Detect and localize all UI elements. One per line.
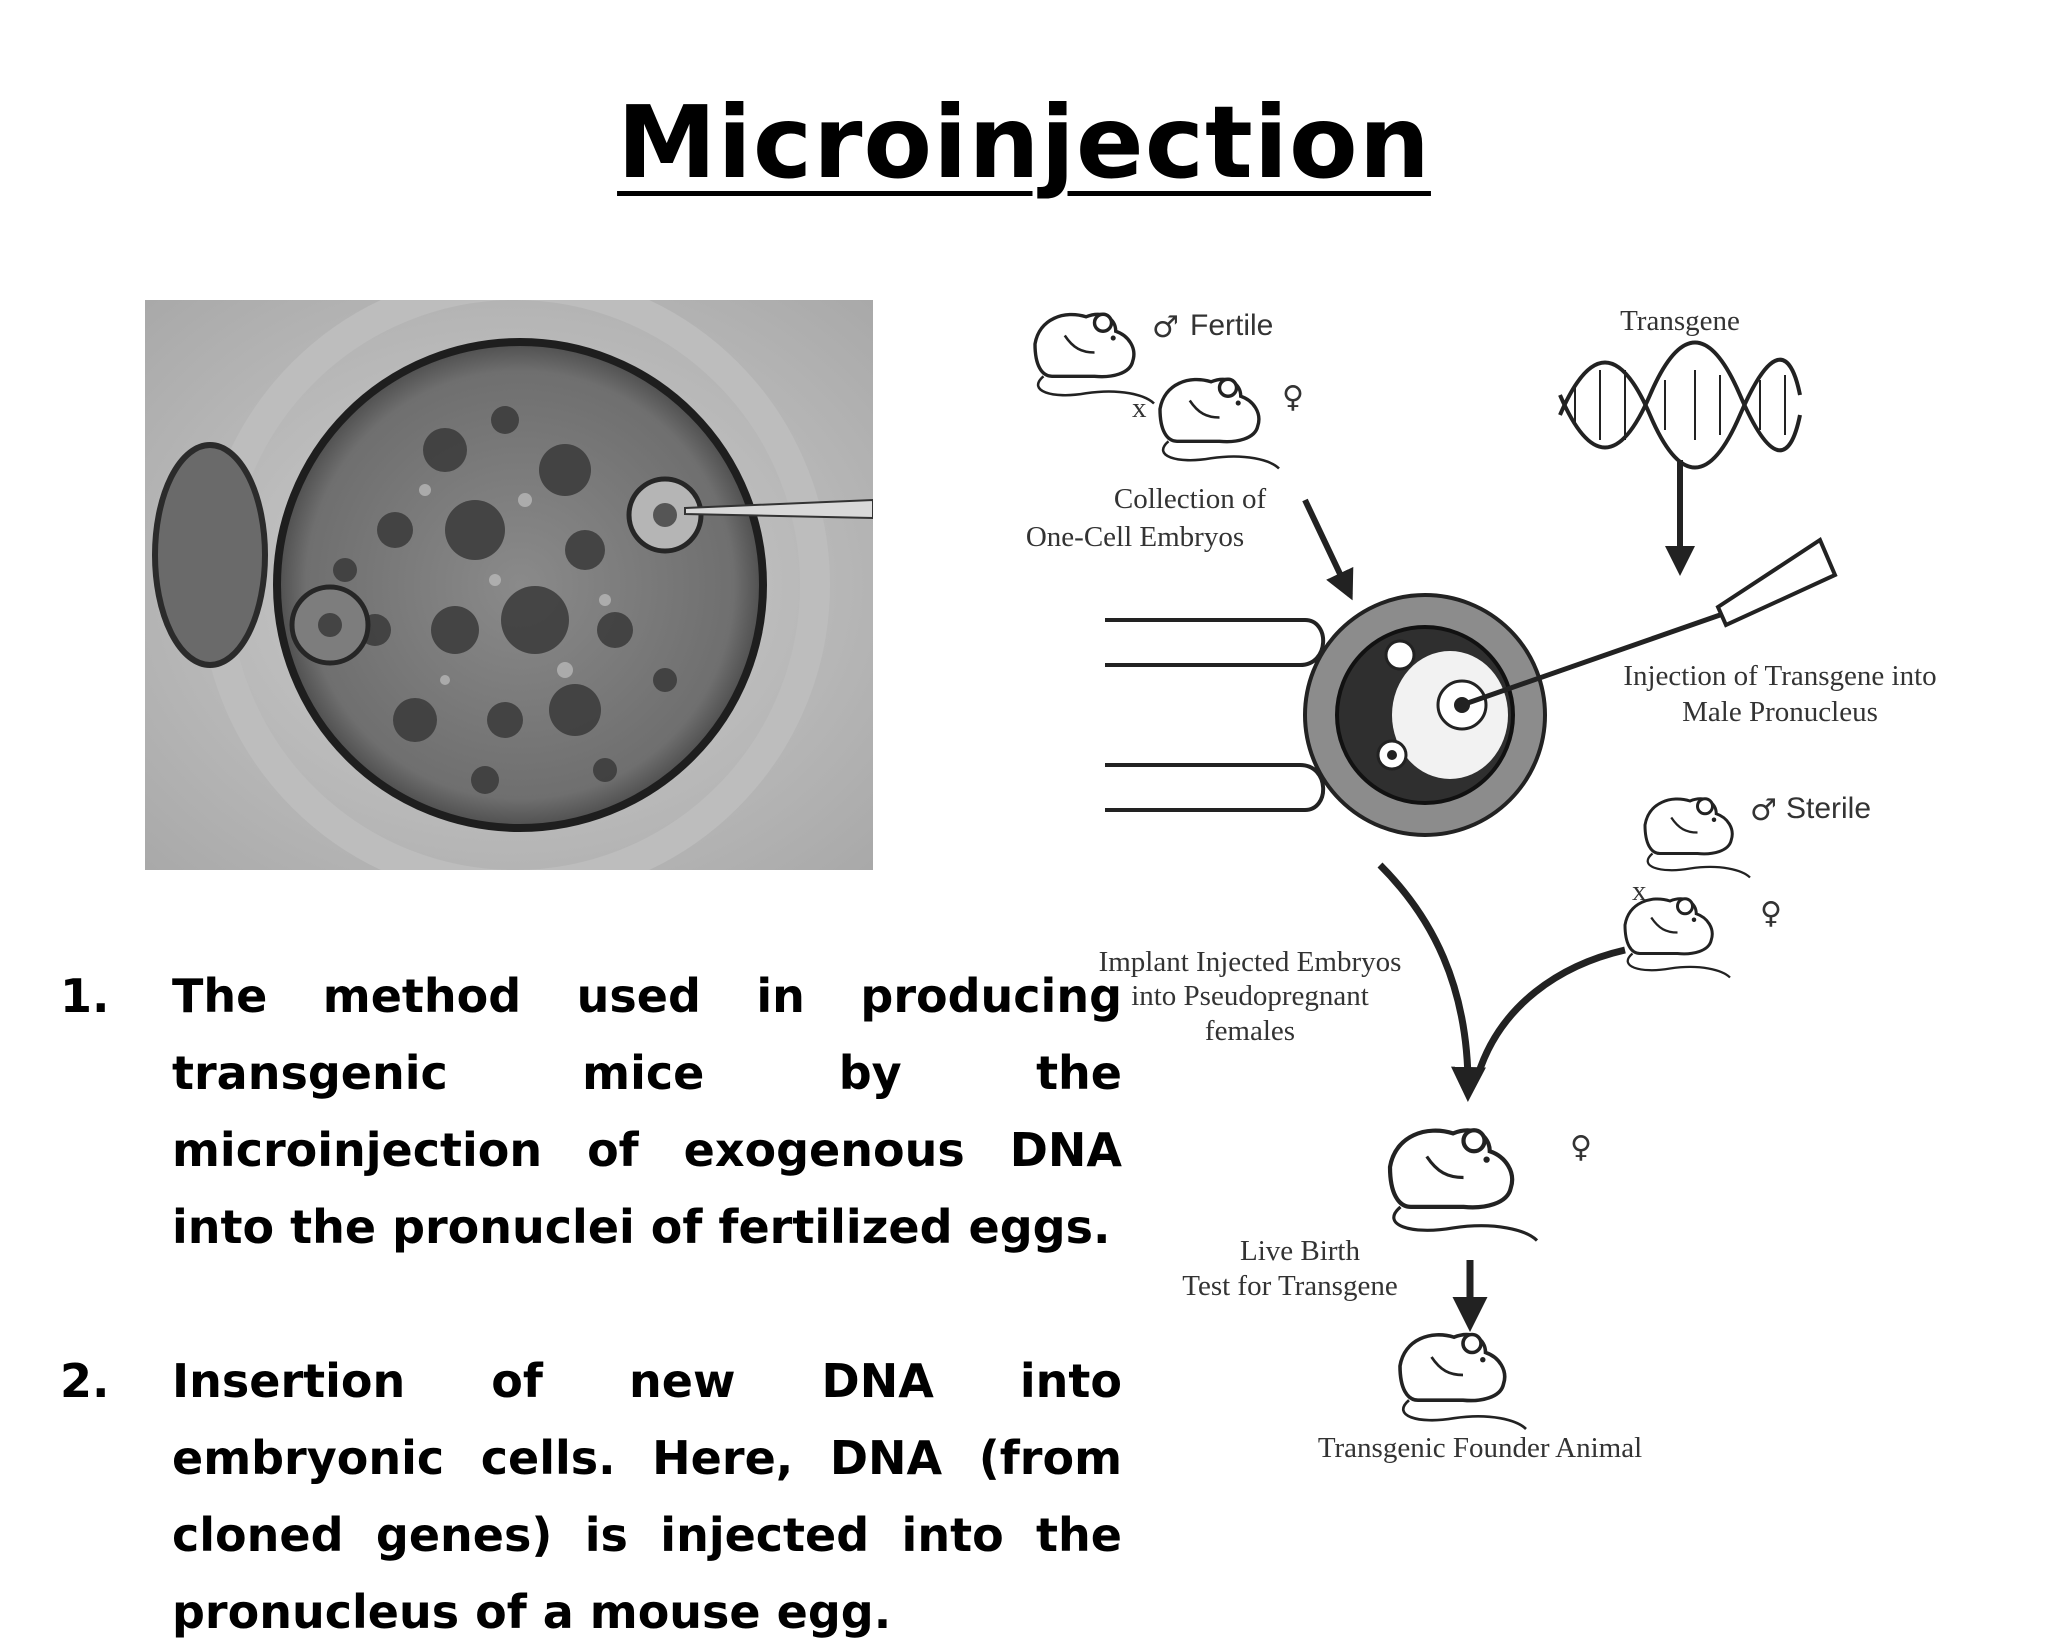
cross-symbol: x	[1632, 875, 1647, 907]
transgenic-founder-mouse	[1398, 1332, 1528, 1431]
one-cell-embryo	[1303, 593, 1547, 837]
list-text: The method used in producing transgenic …	[172, 969, 1122, 1254]
injection-needle	[1461, 537, 1838, 708]
list-number: 1.	[60, 969, 110, 1023]
description-list: 1. The method used in producing transgen…	[60, 958, 1122, 1651]
microinjection-flow-diagram: ♂ Fertile x ♀ Collection of One-Cell Emb…	[1026, 305, 1937, 1464]
pseudopregnant-female-mouse	[1390, 1130, 1537, 1240]
slide-title-text: Microinjection	[617, 84, 1431, 201]
label-collection: Collection of	[1114, 483, 1267, 515]
label-transgene: Transgene	[1620, 305, 1740, 337]
dna-helix	[1558, 340, 1802, 470]
list-number: 2.	[60, 1354, 110, 1408]
slide-title: Microinjection	[0, 88, 2048, 198]
label-injection: Injection of Transgene into	[1623, 660, 1936, 692]
fertile-female-mouse	[1158, 377, 1281, 471]
female-symbol: ♀	[1570, 1130, 1592, 1165]
label-fertile: Fertile	[1190, 309, 1273, 342]
cross-symbol: x	[1132, 392, 1147, 424]
label-founder: Transgenic Founder Animal	[1318, 1432, 1642, 1464]
label-live-birth: Live Birth	[1240, 1235, 1361, 1267]
list-item: 2. Insertion of new DNA into embryonic c…	[60, 1343, 1122, 1651]
female-symbol: ♀	[1282, 380, 1304, 415]
label-one-cell-embryos: One-Cell Embryos	[1026, 521, 1244, 553]
arrow-sterile-merge	[1474, 946, 1626, 1077]
female-symbol: ♀	[1760, 896, 1782, 931]
arrow-implant	[1377, 862, 1486, 1102]
sterile-male-mouse	[1643, 797, 1752, 879]
label-sterile: Sterile	[1786, 792, 1871, 825]
label-male-pronucleus: Male Pronucleus	[1682, 696, 1878, 728]
list-text: Insertion of new DNA into embryonic cell…	[172, 1354, 1122, 1639]
cytoplasm-granules	[333, 406, 677, 794]
list-item: 1. The method used in producing transgen…	[60, 958, 1122, 1266]
arrow-collection	[1302, 498, 1354, 601]
label-test-transgene: Test for Transgene	[1182, 1270, 1397, 1302]
male-symbol: ♂	[1152, 310, 1179, 345]
fertile-male-mouse	[1033, 312, 1156, 406]
label-females: females	[1205, 1015, 1295, 1047]
holding-pipette	[1105, 618, 1326, 812]
egg-micrograph	[145, 300, 873, 870]
male-symbol: ♂	[1750, 793, 1777, 828]
label-implant: Implant Injected Embryos	[1099, 946, 1402, 978]
label-pseudopregnant: into Pseudopregnant	[1131, 980, 1369, 1012]
sterile-female-mouse	[1623, 897, 1732, 979]
